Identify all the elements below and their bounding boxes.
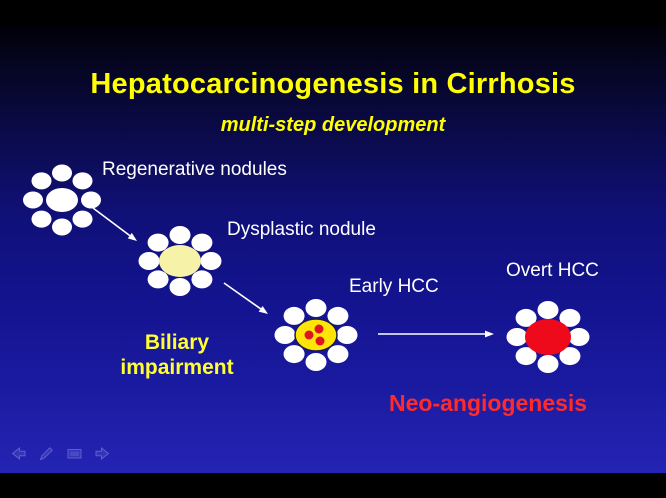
- letterbox-bottom: [0, 473, 666, 498]
- previous-arrow-icon: [11, 447, 26, 460]
- label-overt-hcc: Overt HCC: [506, 260, 599, 281]
- slide-subtitle: multi-step development: [220, 114, 446, 136]
- label-biliary-impairment: Biliary impairment: [77, 330, 277, 380]
- slide-menu-icon: [67, 449, 82, 459]
- letterbox-top: [0, 0, 666, 26]
- biliary-line1: Biliary: [144, 331, 210, 354]
- next-slide-button[interactable]: [94, 446, 111, 461]
- pen-tool-button[interactable]: [38, 446, 55, 461]
- next-arrow-icon: [95, 447, 110, 460]
- label-neo-angiogenesis: Neo-angiogenesis: [389, 390, 588, 416]
- slide: Hepatocarcinogenesis in Cirrhosis multi-…: [0, 26, 666, 473]
- label-regenerative-nodules: Regenerative nodules: [102, 159, 287, 180]
- biliary-line2: impairment: [120, 356, 234, 379]
- label-early-hcc: Early HCC: [349, 276, 439, 297]
- previous-slide-button[interactable]: [10, 446, 27, 461]
- presenter-nav: [10, 446, 111, 461]
- pen-icon: [39, 447, 53, 461]
- slide-menu-button[interactable]: [66, 446, 83, 461]
- slide-title: Hepatocarcinogenesis in Cirrhosis: [90, 68, 576, 100]
- label-dysplastic-nodule: Dysplastic nodule: [227, 219, 376, 240]
